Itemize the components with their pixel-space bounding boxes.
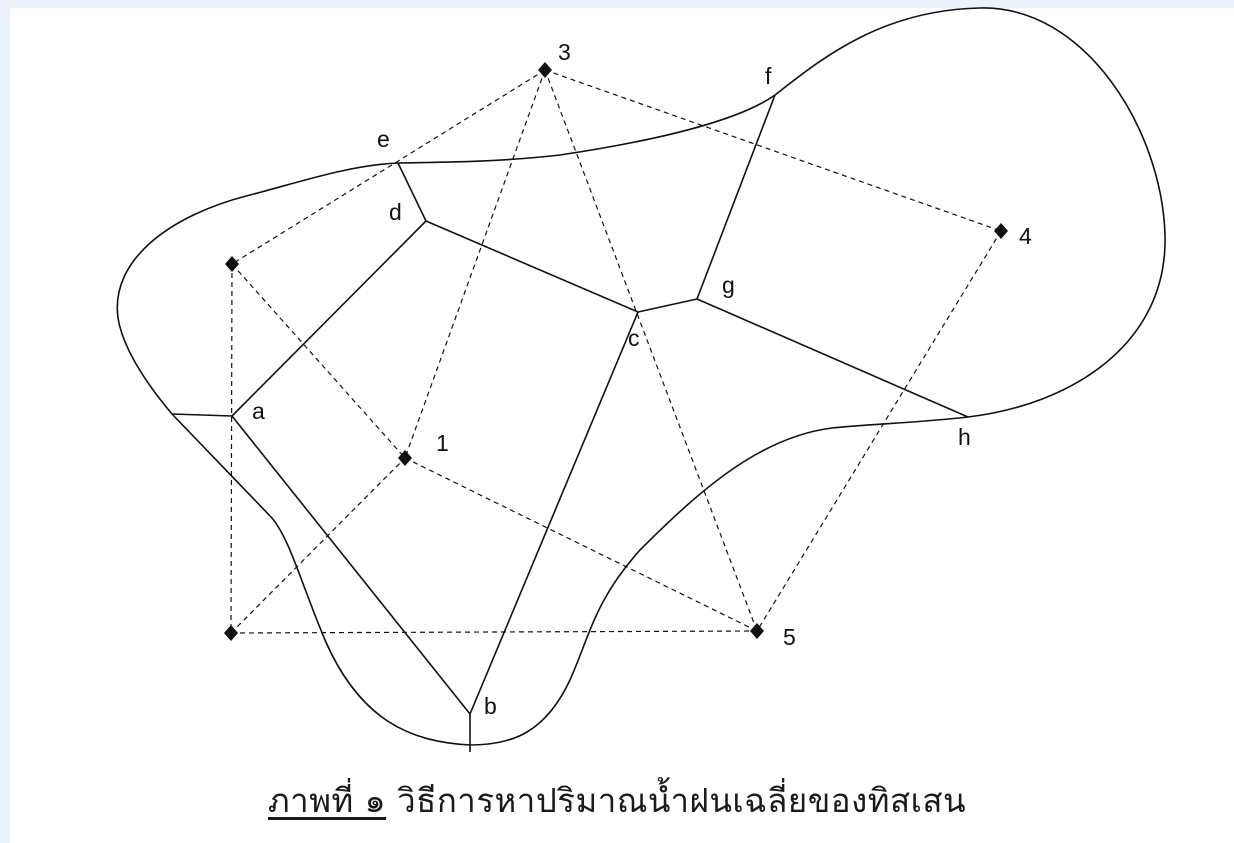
- figure-number: ภาพที่ ๑: [267, 781, 387, 820]
- figure-caption: ภาพที่ ๑ วิธีการหาปริมาณน้ำฝนเฉลี่ยของทิ…: [0, 774, 1234, 827]
- vertex-label-f: f: [765, 63, 772, 89]
- station-label-1: 1: [436, 430, 449, 456]
- boundary-c-g: [637, 298, 698, 313]
- link-1-5: [404, 457, 758, 632]
- boundary-d-c: [425, 220, 639, 313]
- link-SW-1: [230, 457, 406, 634]
- vertex-label-a: a: [252, 398, 265, 424]
- station-4-marker: [994, 223, 1008, 239]
- link-3-1: [404, 69, 546, 459]
- boundary-g-f: [696, 94, 776, 300]
- link-3-5: [544, 69, 758, 632]
- link-NW-SW: [230, 263, 233, 634]
- boundary-d-a: [231, 220, 427, 417]
- vertex-label-h: h: [958, 424, 971, 450]
- station-label-5: 5: [783, 624, 796, 650]
- link-NW-1: [231, 263, 406, 459]
- station-label-4: 4: [1019, 223, 1032, 249]
- figure-frame: [10, 8, 1234, 843]
- vertex-label-e: e: [377, 126, 390, 152]
- link-SW-5: [230, 630, 758, 634]
- link-3-4: [544, 69, 1002, 232]
- boundary-a-edge: [171, 413, 233, 417]
- station-label-3: 3: [558, 39, 571, 65]
- boundary-e-d: [397, 162, 427, 222]
- vertex-label-c: c: [628, 325, 640, 351]
- station-3-marker: [538, 62, 552, 78]
- station-NW-marker: [225, 256, 239, 272]
- vertex-label-b: b: [484, 693, 497, 719]
- boundary-g-h: [696, 298, 969, 418]
- thiessen-boundaries: [171, 94, 969, 752]
- station-1-marker: [398, 450, 412, 466]
- link-4-5: [756, 230, 1002, 632]
- vertex-label-g: g: [722, 272, 735, 298]
- station-SW-marker: [224, 625, 238, 641]
- station-connections: [230, 69, 1002, 634]
- boundary-a-b: [231, 415, 471, 715]
- boundary-c-b: [469, 311, 639, 715]
- station-5-marker: [750, 623, 764, 639]
- watershed-boundary: [116, 7, 1166, 746]
- vertex-label-d: d: [389, 199, 402, 225]
- link-3-NW: [231, 69, 546, 265]
- figure-title: วิธีการหาปริมาณน้ำฝนเฉลี่ยของทิสเสน: [397, 781, 967, 820]
- rain-gauge-stations: [224, 62, 1008, 641]
